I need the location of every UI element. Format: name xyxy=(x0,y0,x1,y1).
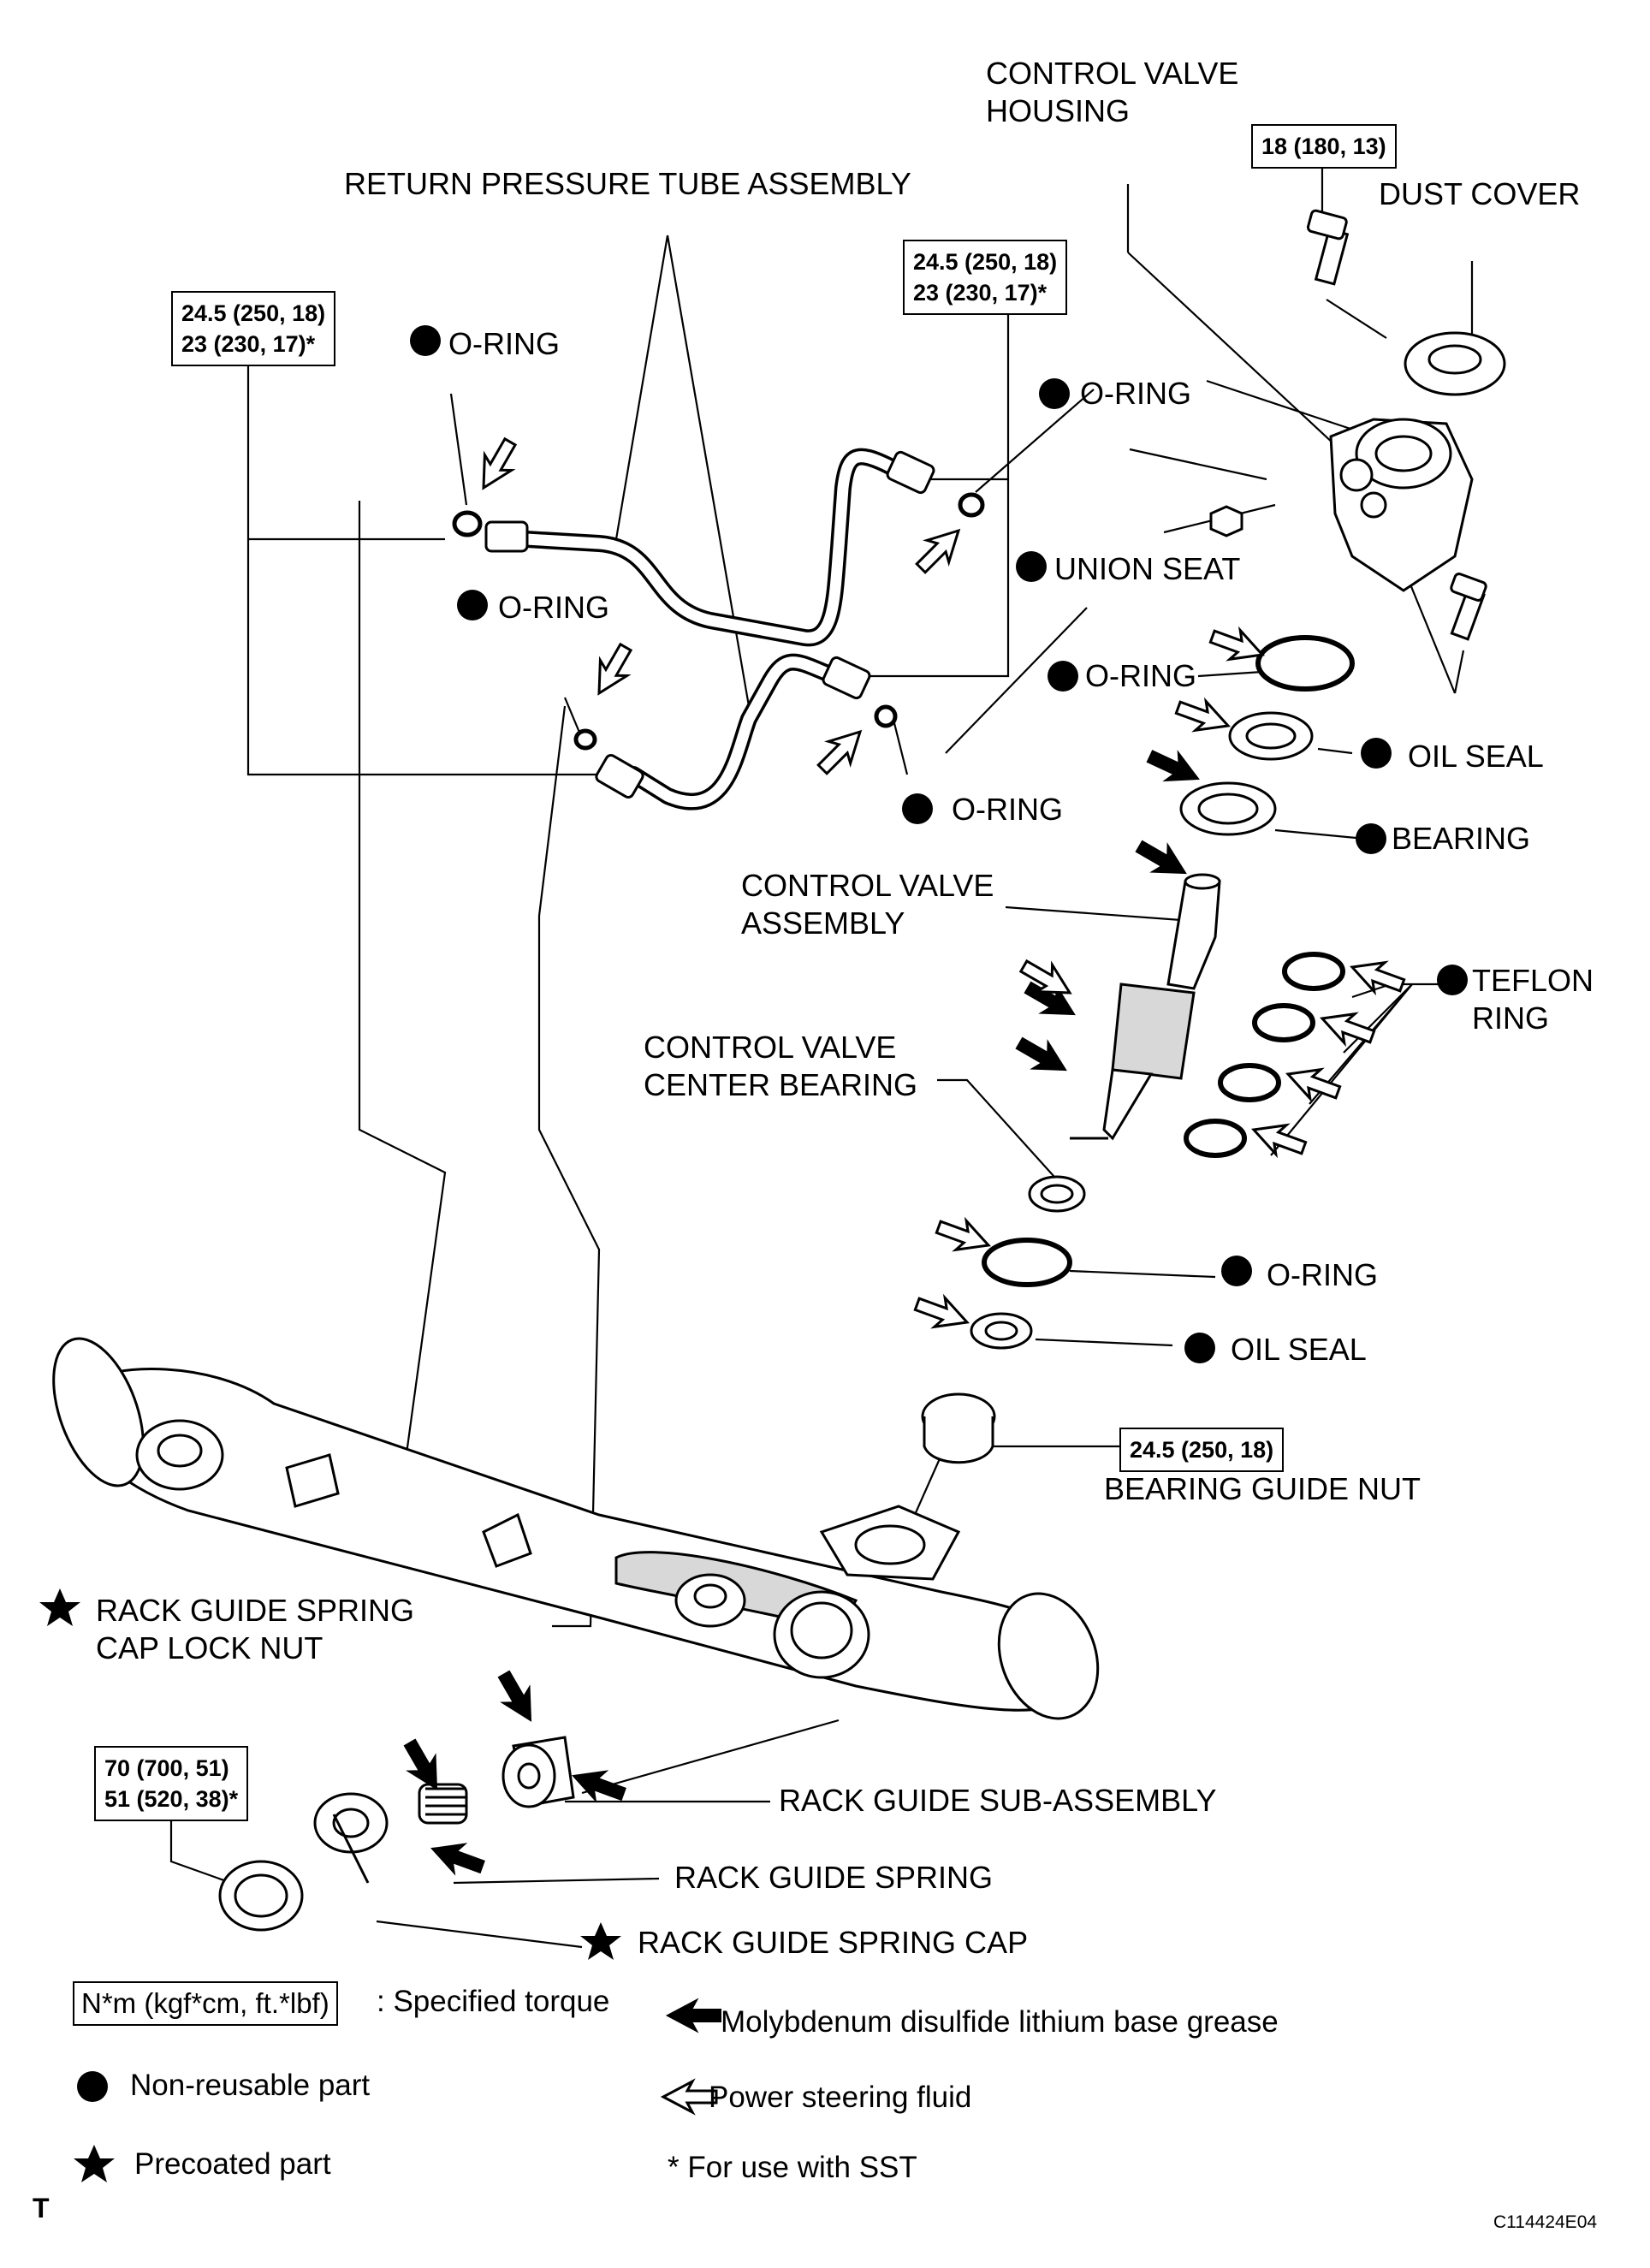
legend-non-reusable: Non-reusable part xyxy=(130,2069,371,2102)
legend-sst-note: * For use with SST xyxy=(668,2151,917,2184)
label-return-pressure-tube: RETURN PRESSURE TUBE ASSEMBLY xyxy=(344,166,911,201)
label-o-ring-3: O-RING xyxy=(498,590,609,625)
label-oil-seal-1: OIL SEAL xyxy=(1408,739,1544,774)
legend-precoated: Precoated part xyxy=(134,2147,331,2181)
seals-and-rings-drawing xyxy=(921,635,1355,1464)
label-bearing-guide-nut: BEARING GUIDE NUT xyxy=(1104,1471,1421,1506)
corner-mark: T xyxy=(33,2193,50,2223)
tube-fittings xyxy=(452,450,985,799)
label-oil-seal-2: OIL SEAL xyxy=(1231,1332,1367,1367)
leader-lines xyxy=(169,158,1474,1949)
control-valve-housing-drawing xyxy=(1209,209,1506,641)
legend-torque-box: N*m (kgf*cm, ft.*lbf) xyxy=(73,1981,338,2026)
label-dust-cover: DUST COVER xyxy=(1379,176,1581,211)
label-o-ring-2: O-RING xyxy=(1080,376,1191,411)
label-rack-guide-spring-cap-lock-nut: RACK GUIDE SPRING CAP LOCK NUT xyxy=(96,1593,415,1665)
label-control-valve-housing: CONTROL VALVE HOUSING xyxy=(986,56,1239,128)
legend-filled-arrow-icon xyxy=(667,1999,721,2032)
torque-box-lock-nut: 70 (700, 51) 51 (520, 38)* xyxy=(94,1746,249,1821)
torque-box-tube-right: 24.5 (250, 18) 23 (230, 17)* xyxy=(903,240,1068,315)
legend-moly-grease: Molybdenum disulfide lithium base grease xyxy=(721,2005,1279,2039)
rack-housing-drawing xyxy=(52,1337,1100,1720)
legend-torque-desc: : Specified torque xyxy=(377,1985,610,2018)
return-pressure-tubes xyxy=(518,448,899,810)
label-control-valve-center-bearing: CONTROL VALVE CENTER BEARING xyxy=(644,1030,918,1102)
non-reusable-markers xyxy=(77,325,1468,2102)
legend-ps-fluid: Power steering fluid xyxy=(709,2081,972,2114)
label-o-ring-6: O-RING xyxy=(1267,1257,1378,1292)
figure-code: C114424E04 xyxy=(1493,2212,1598,2232)
label-rack-guide-sub-assembly: RACK GUIDE SUB-ASSEMBLY xyxy=(779,1783,1217,1818)
precoated-markers xyxy=(39,1588,621,2182)
label-o-ring-5: O-RING xyxy=(952,792,1063,827)
control-valve-assembly-drawing xyxy=(1070,873,1221,1141)
rack-guide-parts-drawing xyxy=(218,1736,575,1932)
label-o-ring-1: O-RING xyxy=(448,326,560,361)
label-union-seat: UNION SEAT xyxy=(1054,551,1241,586)
torque-box-housing-bolt: 18 (180, 13) xyxy=(1251,124,1397,169)
torque-box-tube-left: 24.5 (250, 18) 23 (230, 17)* xyxy=(171,291,336,366)
label-rack-guide-spring-cap: RACK GUIDE SPRING CAP xyxy=(638,1925,1029,1960)
label-bearing: BEARING xyxy=(1392,821,1531,856)
label-rack-guide-spring: RACK GUIDE SPRING xyxy=(674,1860,994,1895)
label-control-valve-assembly: CONTROL VALVE ASSEMBLY xyxy=(741,868,994,941)
label-o-ring-4: O-RING xyxy=(1085,658,1196,693)
torque-box-bearing-guide-nut: 24.5 (250, 18) xyxy=(1119,1428,1285,1472)
label-teflon-ring: TEFLON RING xyxy=(1472,963,1594,1036)
